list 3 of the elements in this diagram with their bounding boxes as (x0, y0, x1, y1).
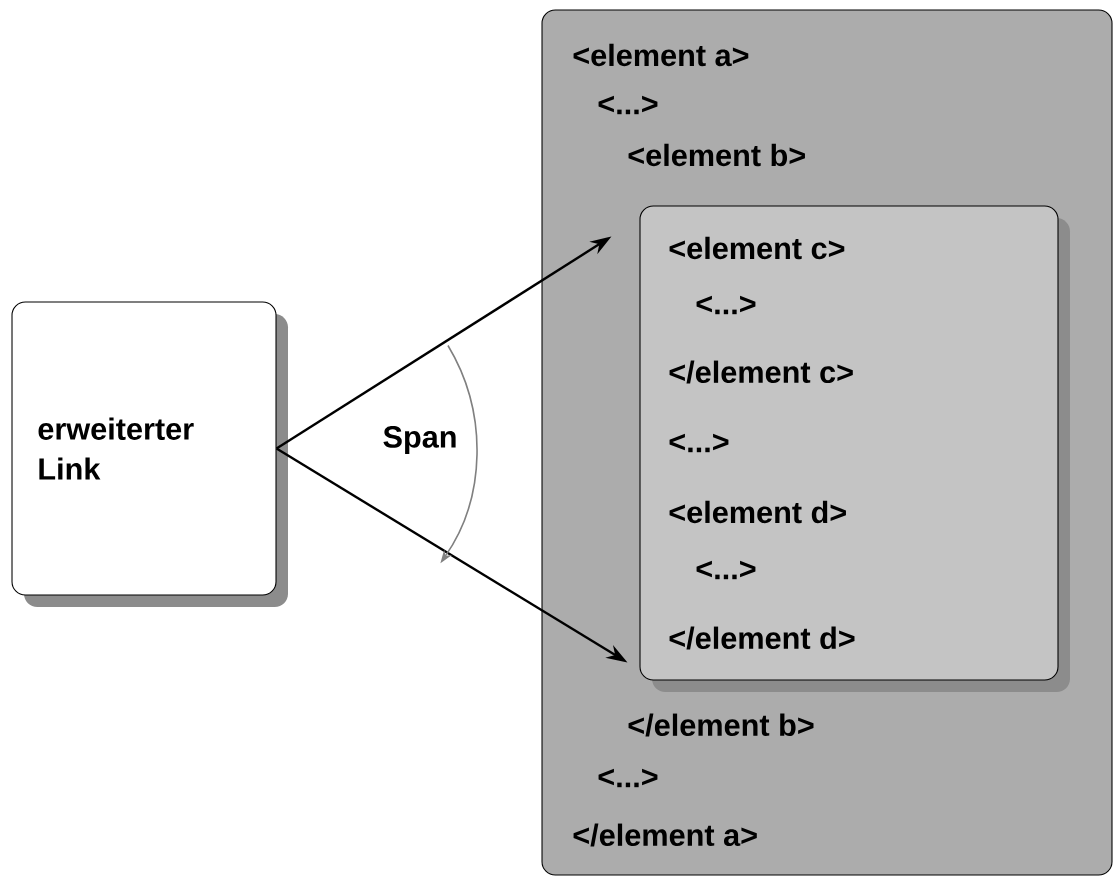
link-box: erweiterter Link (11, 301, 288, 607)
angle-label: Span (383, 426, 456, 454)
nested-box: <element c> <...> </element c> <...> <element d> <...> </element d> (639, 205, 1070, 692)
